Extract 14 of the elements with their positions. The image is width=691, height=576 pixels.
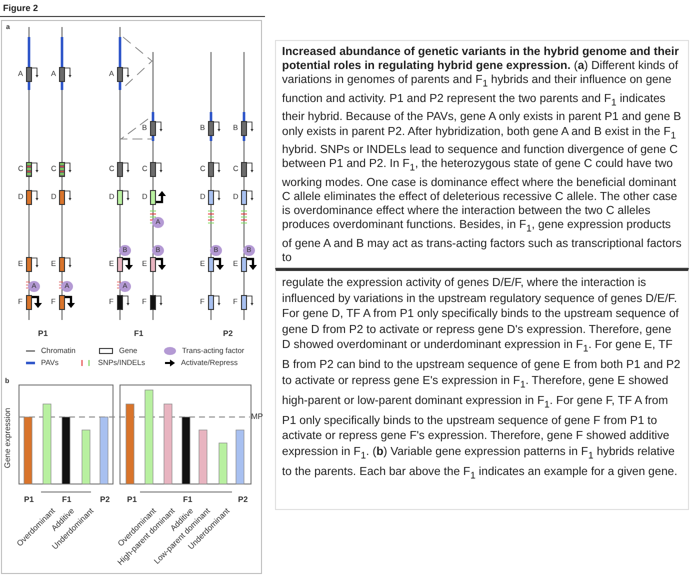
figure-title: Figure 2 bbox=[3, 3, 38, 13]
caption-text: Increased abundance of genetic variants in the hybrid genome and their potential roles in regulating hybrid gene expression. (a) Different kinds of variations in genomes of parents and F$_{1}$ hybrids and their influence on gene function and activity. P1 and P2 represent the two parents and F$_{1}$ indicates their hybrid. Because of the PAVs, gene A only exists in parent P1 and gene B only exists in parent P2. After hybridization, both gene A and B exist in the F$_{1}$ hybrid. SNPs or INDELs lead to sequence and function divergence of gene C between P1 and P2. In F$_{1}$, the heterozygous state of gene C could have two working modes. One case is dominance effect where the beneficial dominant C allele eliminates the effect of deleterious recessive C allele. The other case is overdominance effect where the interaction between the two C alleles produces overdominant functions. Besides, in F$_{1}$, gene expression products of gene A and B may act as trans-acting factors such as transcriptional factors to bbox=[282, 45, 682, 266]
panel-label: P1 bbox=[24, 496, 34, 504]
panel-label: P2 bbox=[238, 496, 248, 504]
axis-label: Gene expression bbox=[4, 408, 12, 468]
panel-label: P2 bbox=[223, 330, 233, 338]
panel-label: F1 bbox=[62, 496, 72, 504]
caption-text: regulate the expression activity of genes D/E/F, where the interaction is influenced by variations in the upstream regulatory sequence of genes D/E/F. For gene D, TF A from P1 only specifically binds to the upstream sequence of gene D from P2 to activate or repress gene D's expression. Therefore, gene D showed overdominant or underdominant expression in F$_{1}$. For gene E, TF B from P2 can bind to the upstream sequence of gene E from both P1 and P2 to activate or repress gene E's expression in F$_{1}$. Therefore, gene E showed high-parent or low-parent dominant expression in F$_{1}$. For gene F, TF A from P1 only specifically binds to the upstream sequence of gene F from P1 to activate or repress gene F's expression. Therefore, gene F showed additive expression in F$_{1}$. (b) Variable gene expression patterns in F$_{1}$ hybrids relative to the parents. Each bar above the F$_{1}$ indicates an example for a given gene. bbox=[282, 275, 682, 484]
panel-label: F1 bbox=[134, 330, 144, 338]
panel-label: MP bbox=[251, 413, 263, 421]
panel-label: F1 bbox=[183, 496, 192, 504]
panel-label: P1 bbox=[127, 496, 137, 504]
panel-label: P2 bbox=[100, 496, 110, 504]
panel-label: P1 bbox=[38, 330, 48, 338]
